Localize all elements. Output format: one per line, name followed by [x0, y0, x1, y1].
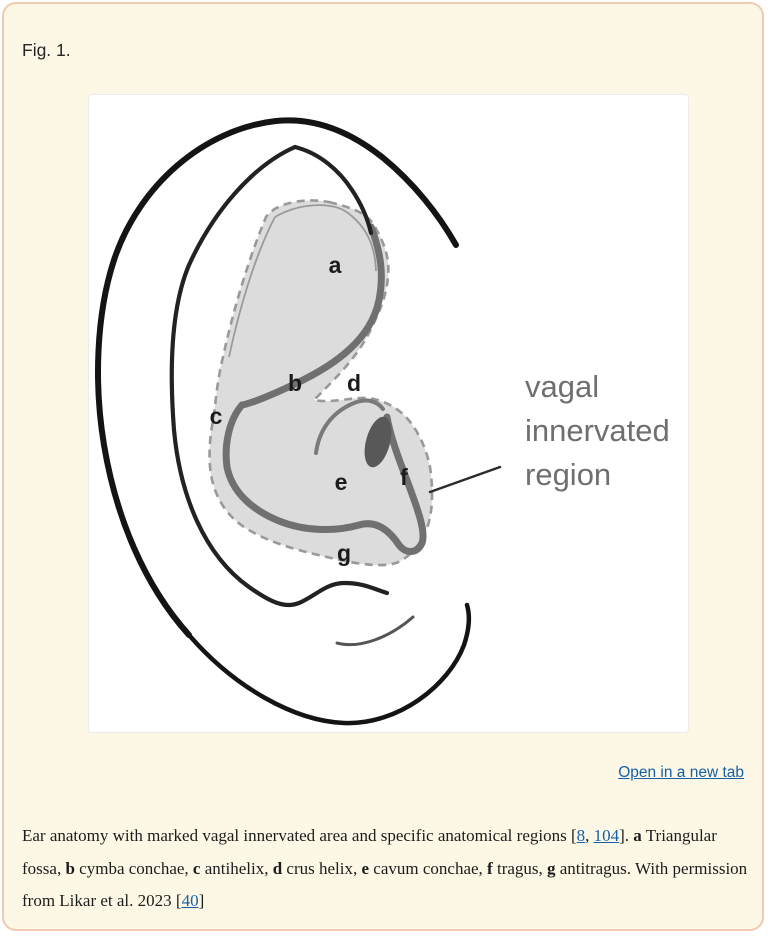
caption-reference-link[interactable]: 8 — [576, 826, 586, 845]
caption-text: tragus, — [492, 858, 548, 878]
crus-helix-curl — [314, 398, 385, 455]
figure-caption: Ear anatomy with marked vagal innervated… — [22, 820, 758, 918]
label-g-antitragus: g — [337, 540, 351, 566]
annotation-line-3: region — [525, 457, 611, 492]
label-d-crus-helix: d — [347, 370, 361, 396]
annotation-leader-line — [428, 465, 502, 494]
caption-region-letter: a — [633, 826, 642, 845]
annotation-line-2: innervated — [525, 413, 670, 448]
figure-image-panel: a b c d e f g vagal innervated region — [88, 94, 689, 733]
caption-text: ]. — [619, 826, 634, 845]
caption-text: antitragus. With permission from Likar e… — [22, 858, 748, 911]
triangular-fossa-outline-left — [228, 216, 276, 358]
caption-text: antihelix, — [200, 858, 273, 878]
label-b-cymba-conchae: b — [288, 370, 302, 396]
vagal-region-shape — [208, 199, 434, 567]
label-e-cavum-conchae: e — [335, 469, 348, 495]
label-c-antihelix: c — [210, 403, 223, 429]
caption-reference-link[interactable]: 104 — [593, 826, 620, 845]
earlobe-outline-path — [186, 602, 472, 726]
caption-region-letter: d — [272, 858, 283, 878]
open-in-new-tab-link[interactable]: Open in a new tab — [618, 764, 744, 781]
crus-helix-shadow — [364, 416, 392, 468]
label-a-triangular-fossa: a — [329, 252, 342, 278]
caption-region-letter: e — [361, 858, 370, 878]
label-f-tragus: f — [400, 464, 408, 490]
triangular-fossa-outline — [274, 204, 377, 272]
inner-helix-right-branch — [292, 144, 374, 236]
caption-region-letter: f — [487, 858, 493, 878]
caption-reference-link[interactable]: 40 — [181, 891, 199, 910]
caption-region-letter: g — [547, 858, 556, 878]
inner-helix-path — [169, 144, 390, 608]
caption-text: cavum conchae, — [369, 858, 488, 878]
ear-anatomy-diagram: a b c d e f g vagal innervated region — [95, 117, 670, 726]
caption-text: , — [585, 826, 594, 845]
figure-number-label: Fig. 1. — [22, 40, 71, 60]
caption-text: cymba conchae, — [74, 858, 193, 878]
caption-region-letter: b — [65, 858, 75, 878]
caption-text: Ear anatomy with marked vagal innervated… — [22, 826, 577, 845]
earlobe-inner-arc — [335, 615, 415, 647]
outer-helix-path — [95, 117, 459, 638]
caption-text: ] — [198, 891, 205, 910]
caption-text: crus helix, — [282, 858, 362, 878]
caption-region-letter: c — [192, 858, 201, 878]
antihelix-ridge-path — [222, 223, 427, 555]
annotation-line-1: vagal — [525, 369, 599, 404]
caption-text: Triangular fossa, — [22, 826, 717, 878]
